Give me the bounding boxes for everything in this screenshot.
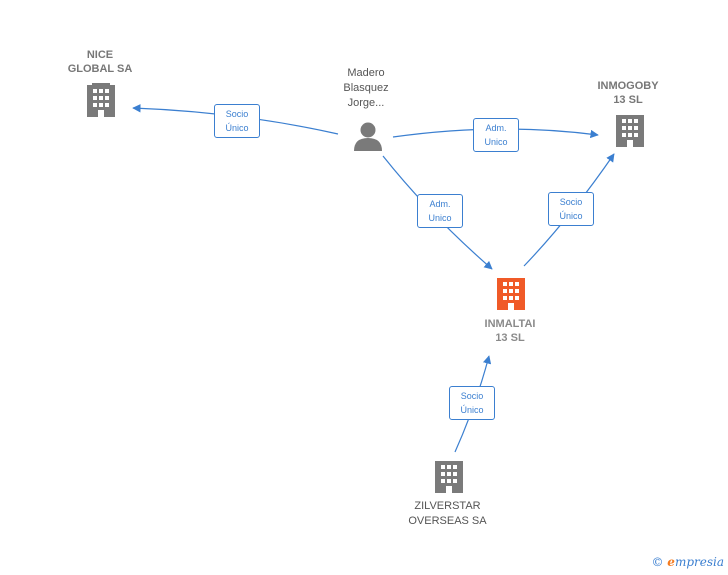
node-label-inmaltai[interactable]: INMALTAI 13 SL <box>484 318 536 344</box>
edge-label-socio-unico: Socio Único <box>548 192 594 226</box>
copyright-icon: © <box>651 555 664 569</box>
person-icon[interactable] <box>354 122 382 152</box>
edge-label-adm-unico: Adm. Unico <box>417 194 463 228</box>
edge-label-adm-unico: Adm. Unico <box>473 118 519 152</box>
building-icon[interactable] <box>616 115 644 147</box>
node-label-inmogoby[interactable]: INMOGOBY 13 SL <box>597 80 659 106</box>
edge-label-socio-unico: Socio Único <box>214 104 260 138</box>
brand-initial: e <box>667 555 675 569</box>
node-label-madero[interactable]: Madero Blasquez Jorge... <box>343 67 389 109</box>
building-icon[interactable] <box>87 83 115 117</box>
node-label-nice-global[interactable]: NICE GLOBAL SA <box>67 49 133 75</box>
empresia-logo[interactable]: © empresia <box>651 555 724 569</box>
brand-name: mpresia <box>674 555 724 569</box>
focus-building-icon[interactable] <box>497 278 525 310</box>
building-icon[interactable] <box>435 461 463 493</box>
node-label-zilverstar[interactable]: ZILVERSTAR OVERSEAS SA <box>408 500 487 527</box>
edge-label-socio-unico: Socio Único <box>449 386 495 420</box>
